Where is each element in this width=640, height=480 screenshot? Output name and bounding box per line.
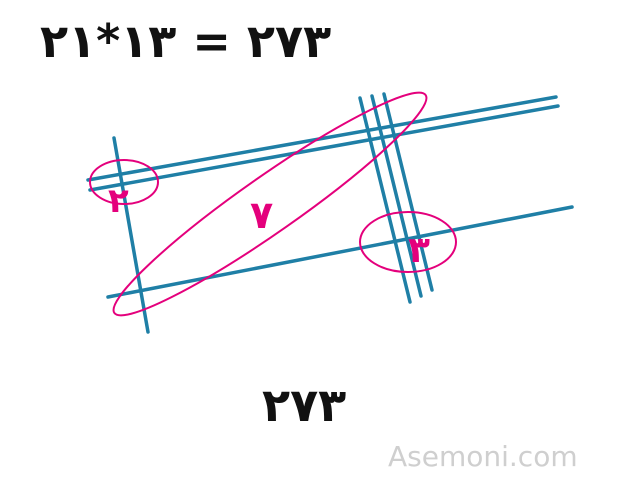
- left-intersection-circle: [89, 159, 159, 205]
- lower-line: [106, 205, 574, 299]
- site-watermark: Asemoni.com: [388, 440, 578, 473]
- upper-line-pair: [86, 95, 560, 192]
- middle-count-label: ۷: [250, 193, 273, 237]
- left-steep-line: [112, 136, 150, 334]
- right-intersection-circle: [359, 211, 457, 273]
- right-steep-line-triple: [358, 92, 434, 304]
- right-count-label: ۳: [408, 230, 430, 271]
- middle-intersection-ellipse: [112, 91, 428, 317]
- multiplication-equation: ۲۱*۱۳ = ۲۷۳: [40, 14, 332, 68]
- answer-result: ۲۷۳: [262, 378, 347, 432]
- left-count-label: ۲: [108, 181, 129, 221]
